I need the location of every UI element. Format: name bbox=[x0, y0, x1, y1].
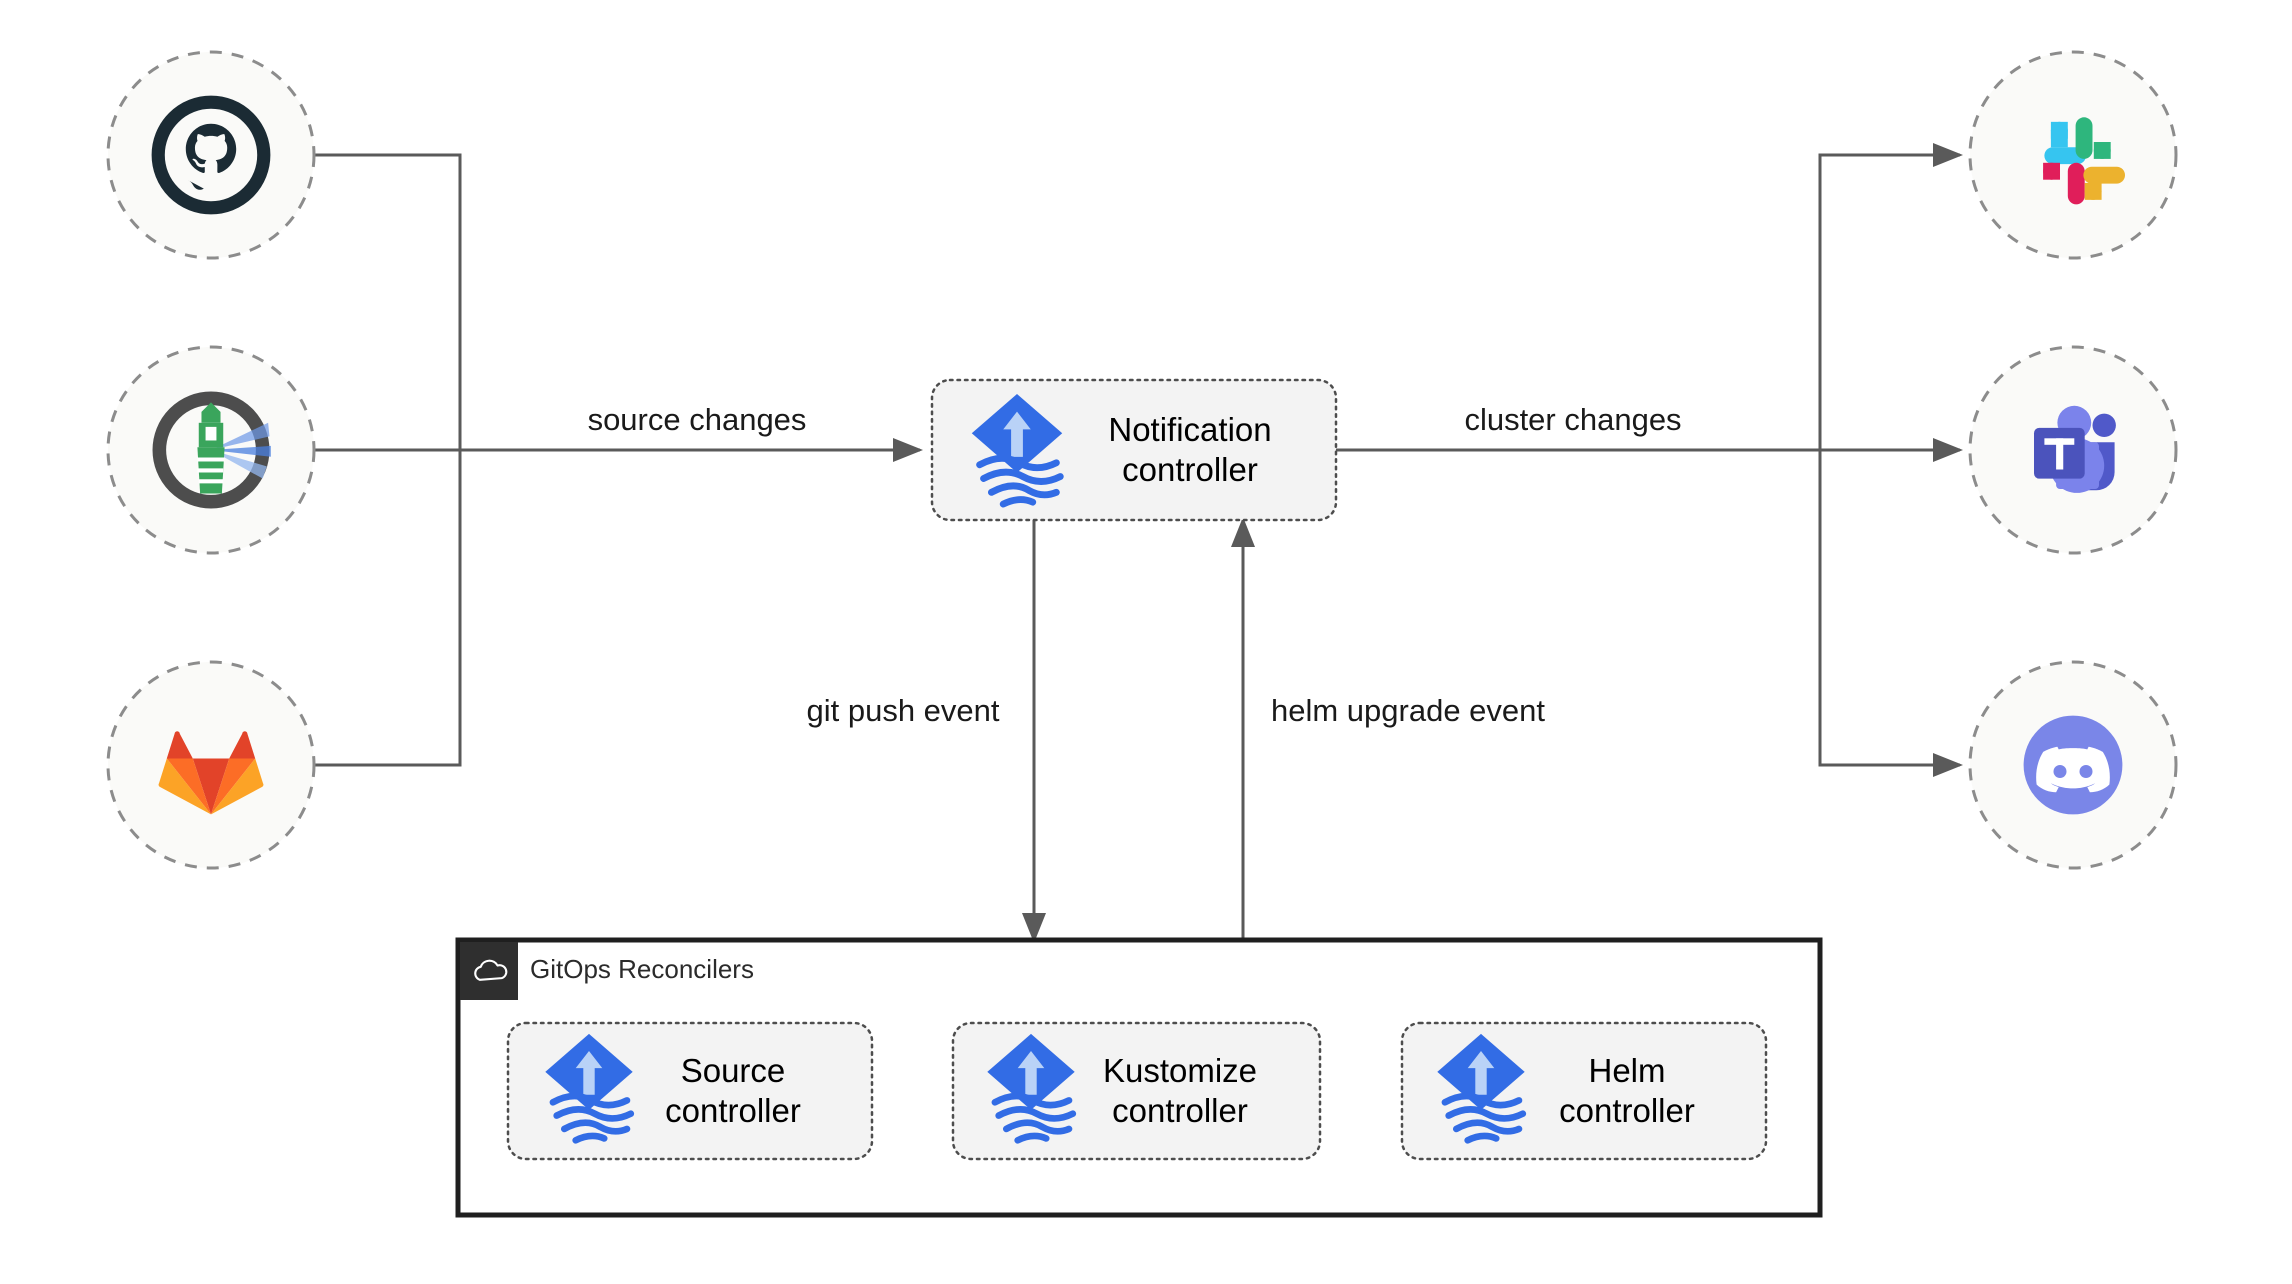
edge-label-git-push-event: git push event bbox=[806, 693, 999, 728]
edge-to-slack bbox=[1818, 143, 1963, 450]
kustomize-controller-node[interactable]: Kustomize controller bbox=[951, 1021, 1322, 1161]
edge-notification-to-destinations bbox=[1336, 143, 1963, 777]
edge-gitlab-trunk bbox=[300, 450, 462, 767]
edge-label-helm-upgrade-event: helm upgrade event bbox=[1271, 693, 1545, 728]
destination-node-teams[interactable] bbox=[1968, 345, 2178, 555]
source-node-github[interactable] bbox=[106, 50, 316, 260]
edge-sources-to-notification bbox=[300, 153, 923, 767]
source-controller-label-line1: Source bbox=[681, 1052, 786, 1089]
kustomize-controller-label-line2: controller bbox=[1112, 1092, 1248, 1129]
source-controller-box bbox=[506, 1021, 874, 1161]
edge-label-cluster-changes: cluster changes bbox=[1464, 402, 1681, 437]
kustomize-controller-box bbox=[951, 1021, 1322, 1161]
edge-to-discord bbox=[1818, 450, 1963, 777]
notification-controller-node[interactable]: Notification controller bbox=[930, 378, 1338, 522]
gitops-panel-badge bbox=[460, 942, 518, 1000]
edge-github-trunk bbox=[300, 153, 462, 450]
source-controller-node[interactable]: Source controller bbox=[506, 1021, 874, 1161]
notification-controller-label-line1: Notification bbox=[1108, 411, 1271, 448]
destination-node-discord[interactable] bbox=[1968, 660, 2178, 870]
kustomize-controller-label-line1: Kustomize bbox=[1103, 1052, 1257, 1089]
github-node-circle bbox=[106, 50, 316, 260]
helm-controller-box bbox=[1400, 1021, 1768, 1161]
helm-controller-label-line1: Helm bbox=[1588, 1052, 1665, 1089]
destination-node-slack[interactable] bbox=[1968, 50, 2178, 260]
gitops-panel-title: GitOps Reconcilers bbox=[530, 954, 754, 984]
source-node-gitlab[interactable] bbox=[106, 660, 316, 870]
helm-controller-node[interactable]: Helm controller bbox=[1400, 1021, 1768, 1161]
notification-controller-label-line2: controller bbox=[1122, 451, 1258, 488]
gitops-reconcilers-panel: GitOps Reconcilers Source controller Kus… bbox=[455, 937, 1823, 1218]
discord-icon bbox=[2023, 715, 2123, 815]
source-controller-label-line2: controller bbox=[665, 1092, 801, 1129]
source-node-flux[interactable] bbox=[106, 345, 316, 555]
edge-label-source-changes: source changes bbox=[588, 402, 807, 437]
helm-controller-label-line2: controller bbox=[1559, 1092, 1695, 1129]
